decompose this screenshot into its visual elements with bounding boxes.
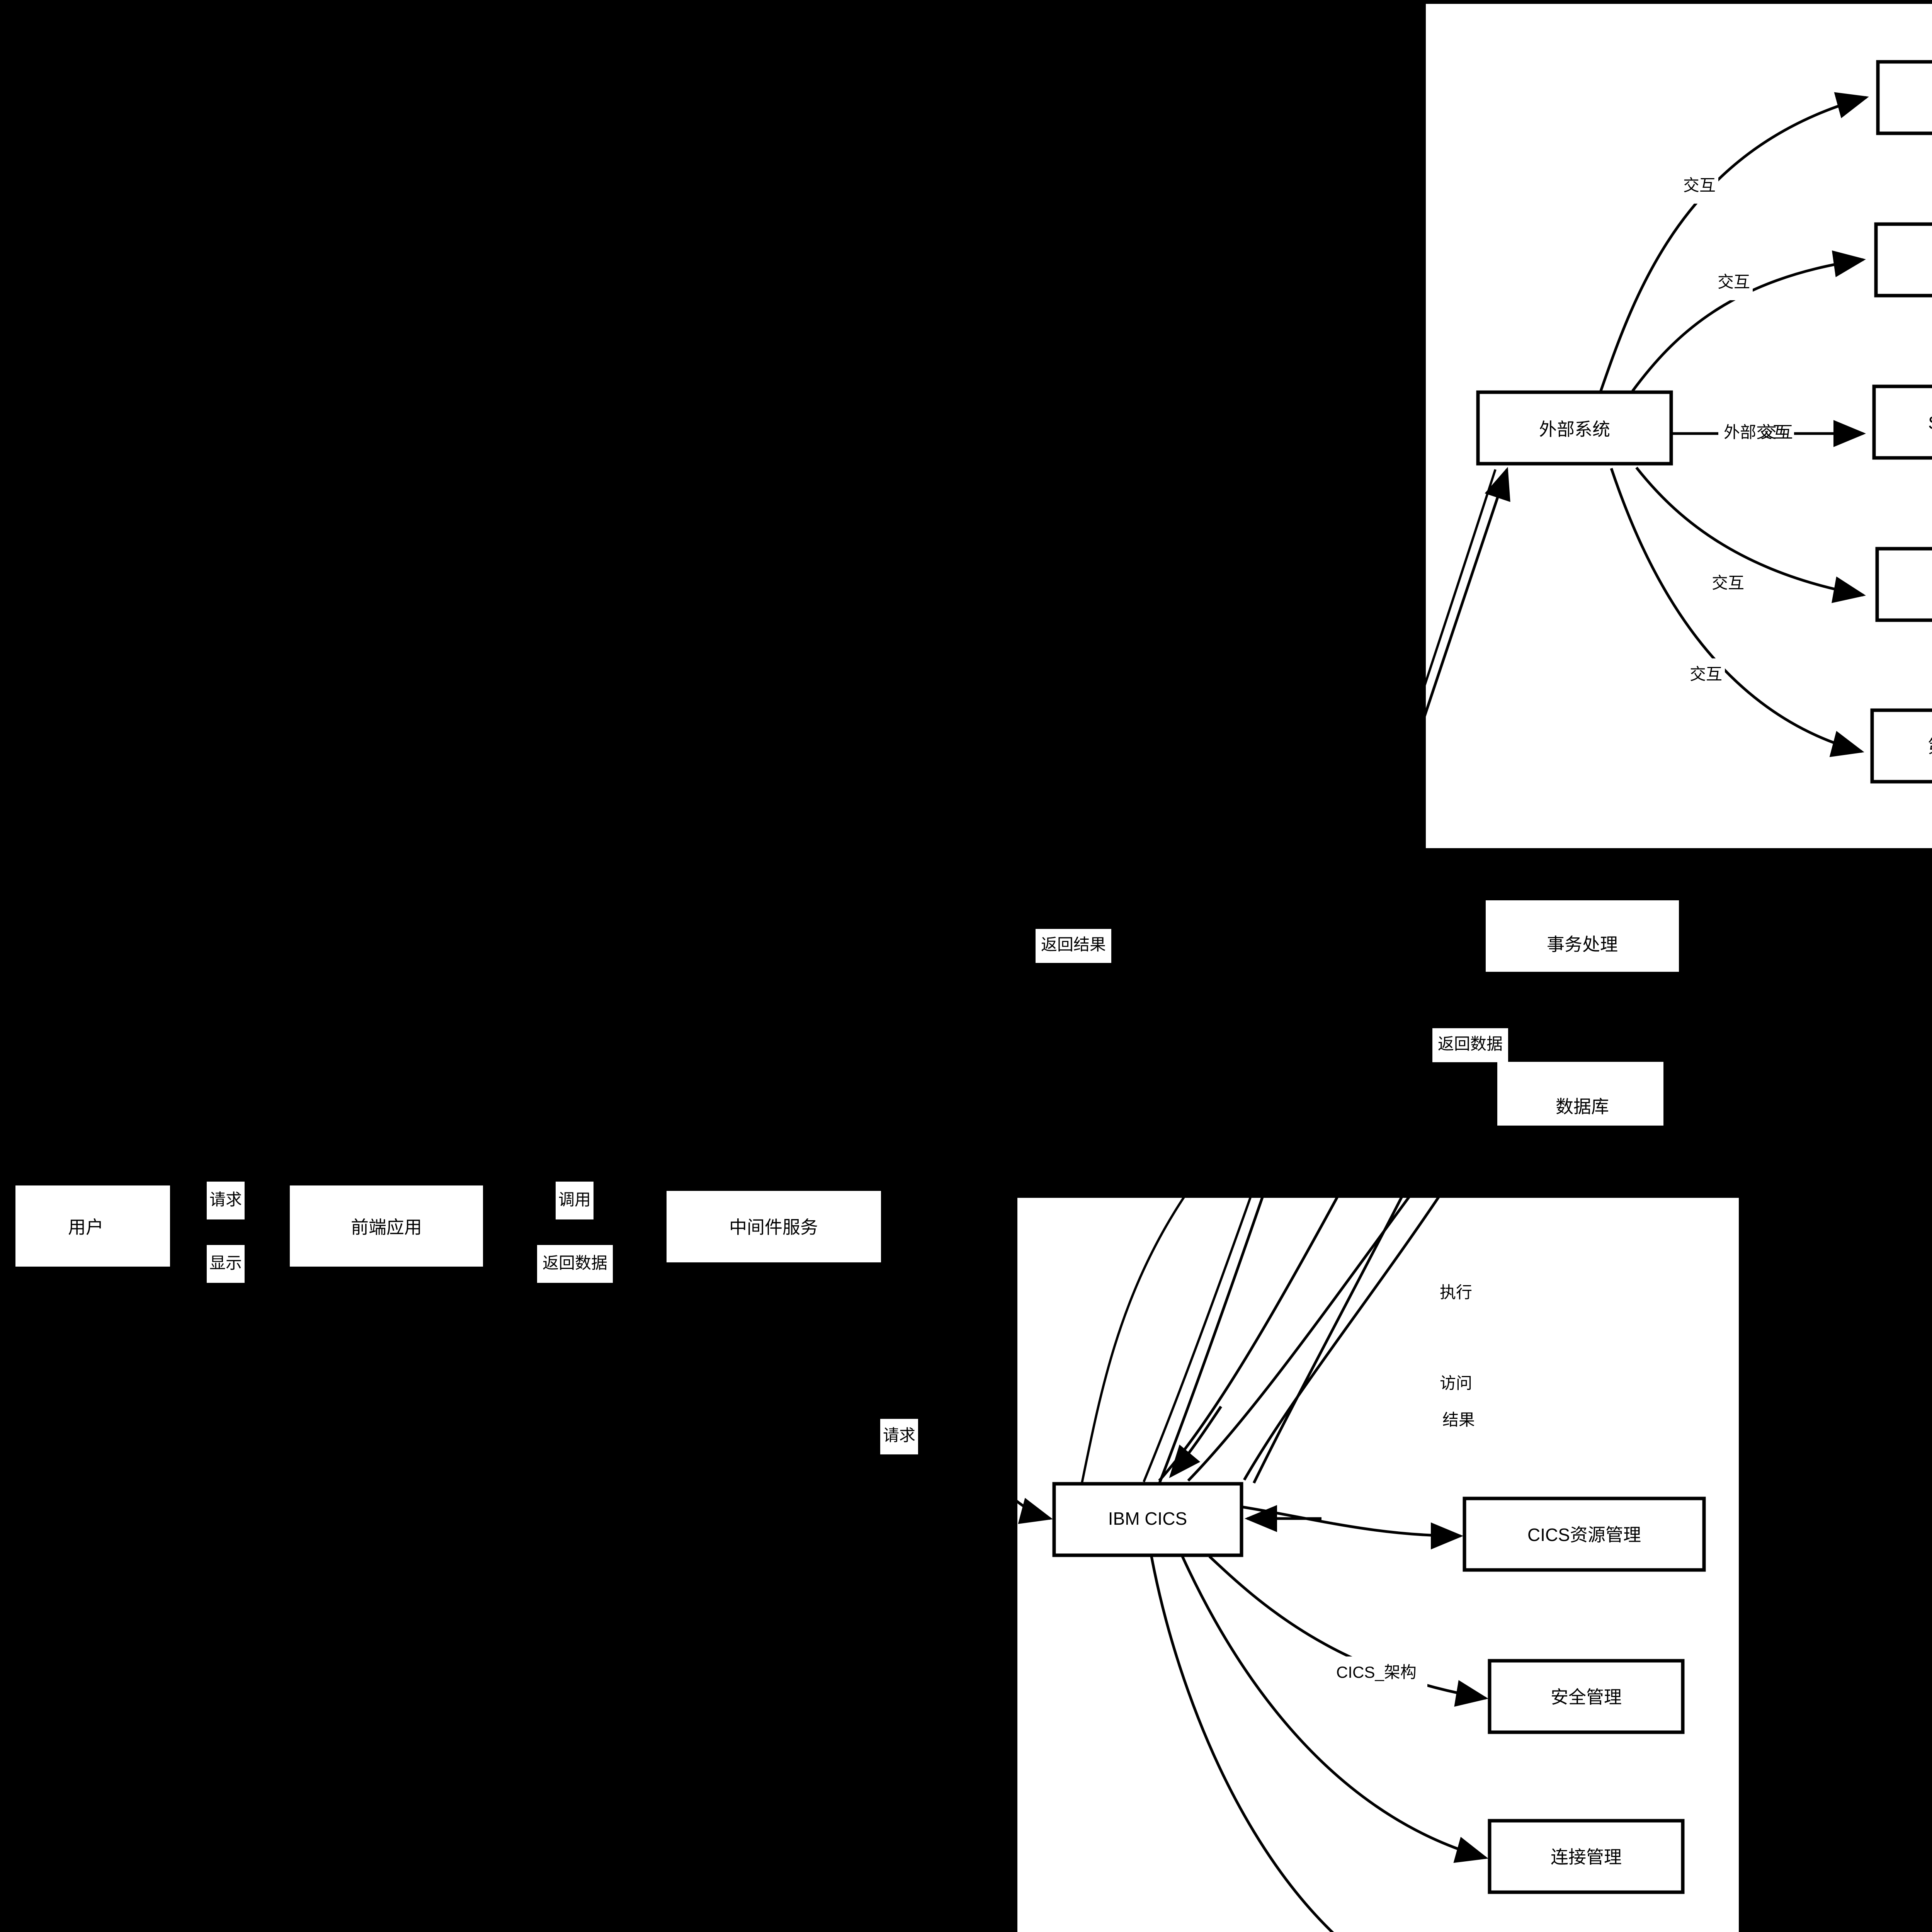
edge-cics-connection <box>1181 1556 1488 1863</box>
node-message-queue-box[interactable] <box>1875 547 1932 622</box>
edge-cics-database <box>1187 1065 1508 1482</box>
edge-middleware-cics <box>881 1267 1053 1524</box>
node-transaction-label: 事务处理 <box>1547 934 1618 954</box>
node-frontend-box[interactable] <box>290 1185 483 1267</box>
node-ibm-cics-label: IBM CICS <box>1108 1509 1187 1529</box>
edge-into-cics-top <box>1169 1406 1222 1478</box>
edge-label-frontend-user: 显示 <box>209 1254 242 1272</box>
edge-external-mq <box>1635 466 1866 603</box>
node-web-service-box[interactable] <box>1876 60 1932 135</box>
node-cics-resource-box[interactable] <box>1463 1497 1706 1572</box>
node-middleware-box[interactable] <box>667 1191 881 1262</box>
edge-label-bg-external-rest <box>1715 266 1753 300</box>
edge-label-bg-frontend-middleware <box>556 1182 594 1219</box>
edge-label-external-rest: 交互 <box>1718 273 1750 291</box>
edge-label-transaction-cics: 结果 <box>1442 1411 1475 1429</box>
edge-label-middleware-cics: 请求 <box>883 1426 915 1444</box>
node-security-mgmt-box[interactable] <box>1488 1659 1685 1734</box>
node-database-box[interactable] <box>1497 1062 1663 1126</box>
edge-label-middleware-frontend: 返回数据 <box>543 1254 607 1272</box>
node-ibm-cics-box[interactable] <box>1052 1482 1243 1557</box>
node-rest-api-box[interactable] <box>1874 222 1932 298</box>
edge-label-bg-cics-security <box>1325 1656 1427 1690</box>
edge-label-database-cics: 返回数据 <box>1438 1035 1503 1053</box>
edge-label-bg-cics-external <box>1718 417 1794 451</box>
node-third-party-api-box[interactable] <box>1870 708 1932 784</box>
node-security-mgmt-label: 安全管理 <box>1551 1687 1622 1707</box>
edge-cics-transaction <box>1158 903 1501 1482</box>
edge-label-bg-user-frontend <box>207 1182 245 1219</box>
node-external-system-label: 外部系统 <box>1539 419 1610 439</box>
node-user-box[interactable] <box>15 1185 170 1267</box>
edge-cics-middleware <box>1081 942 1490 1483</box>
node-frontend-label: 前端应用 <box>351 1217 422 1237</box>
edge-transaction-cics <box>1252 900 1545 1484</box>
node-database-label: 数据库 <box>1556 1097 1609 1117</box>
node-soap-api-box[interactable] <box>1872 384 1932 460</box>
edge-label-bg-cics-transaction <box>1437 1277 1475 1311</box>
edge-external-rest <box>1631 250 1866 392</box>
edge-label-bg-external-mq <box>1709 567 1747 601</box>
edge-database-cics <box>1243 1061 1524 1481</box>
node-connection-mgmt-label: 连接管理 <box>1551 1847 1622 1867</box>
edge-label-bg-middleware-frontend <box>537 1245 613 1283</box>
node-external-system-box[interactable] <box>1476 390 1673 466</box>
edge-label-bg-transaction-cics <box>1440 1404 1478 1438</box>
edge-label-bg-cics-middleware <box>1036 929 1111 963</box>
edge-label-cics-external: 外部交互 <box>1724 423 1789 441</box>
node-transaction-box[interactable] <box>1486 900 1679 972</box>
edge-label-bg-middleware-cics <box>880 1419 918 1454</box>
edge-cics-external-b <box>1158 467 1510 1485</box>
node-cics-resource-label: CICS资源管理 <box>1527 1525 1641 1545</box>
edge-label-bg-external-thirdparty <box>1687 658 1725 692</box>
edge-label-frontend-middleware: 调用 <box>558 1190 591 1209</box>
edge-label-cics-database: 访问 <box>1440 1374 1472 1392</box>
edge-label-external-thirdparty: 交互 <box>1690 665 1722 683</box>
edge-label-external-web: 交互 <box>1683 176 1716 194</box>
edge-label-cics-middleware: 返回结果 <box>1041 935 1106 954</box>
edge-cics-external-a <box>1143 469 1497 1483</box>
node-middleware-label: 中间件服务 <box>729 1217 818 1237</box>
node-connection-mgmt-box[interactable] <box>1488 1819 1685 1894</box>
node-rest-api-label: REST接口 <box>1931 250 1932 270</box>
edge-label-user-frontend: 请求 <box>209 1190 242 1209</box>
edge-label-bg-cics-database <box>1437 1367 1475 1401</box>
edge-label-external-soap: 交互 <box>1760 423 1793 441</box>
edge-label-bg-external-web <box>1680 170 1718 204</box>
edge-label-cics-transaction: 执行 <box>1440 1283 1472 1301</box>
edge-external-web <box>1598 92 1869 395</box>
node-user-label: 用户 <box>68 1217 104 1237</box>
edge-cics-orchestration <box>1150 1556 1334 1932</box>
node-third-party-api-label: 第三方API <box>1928 736 1932 757</box>
edge-label-bg-database-cics <box>1432 1028 1508 1062</box>
node-soap-api-label: SOAP接口 <box>1928 413 1932 433</box>
edge-label-bg-frontend-user <box>207 1245 245 1283</box>
edge-label-external-mq: 交互 <box>1712 574 1744 592</box>
edge-label-cics-security: CICS_架构 <box>1336 1663 1417 1681</box>
edge-external-thirdparty <box>1610 468 1864 757</box>
edge-cics-resource <box>1242 1505 1463 1549</box>
